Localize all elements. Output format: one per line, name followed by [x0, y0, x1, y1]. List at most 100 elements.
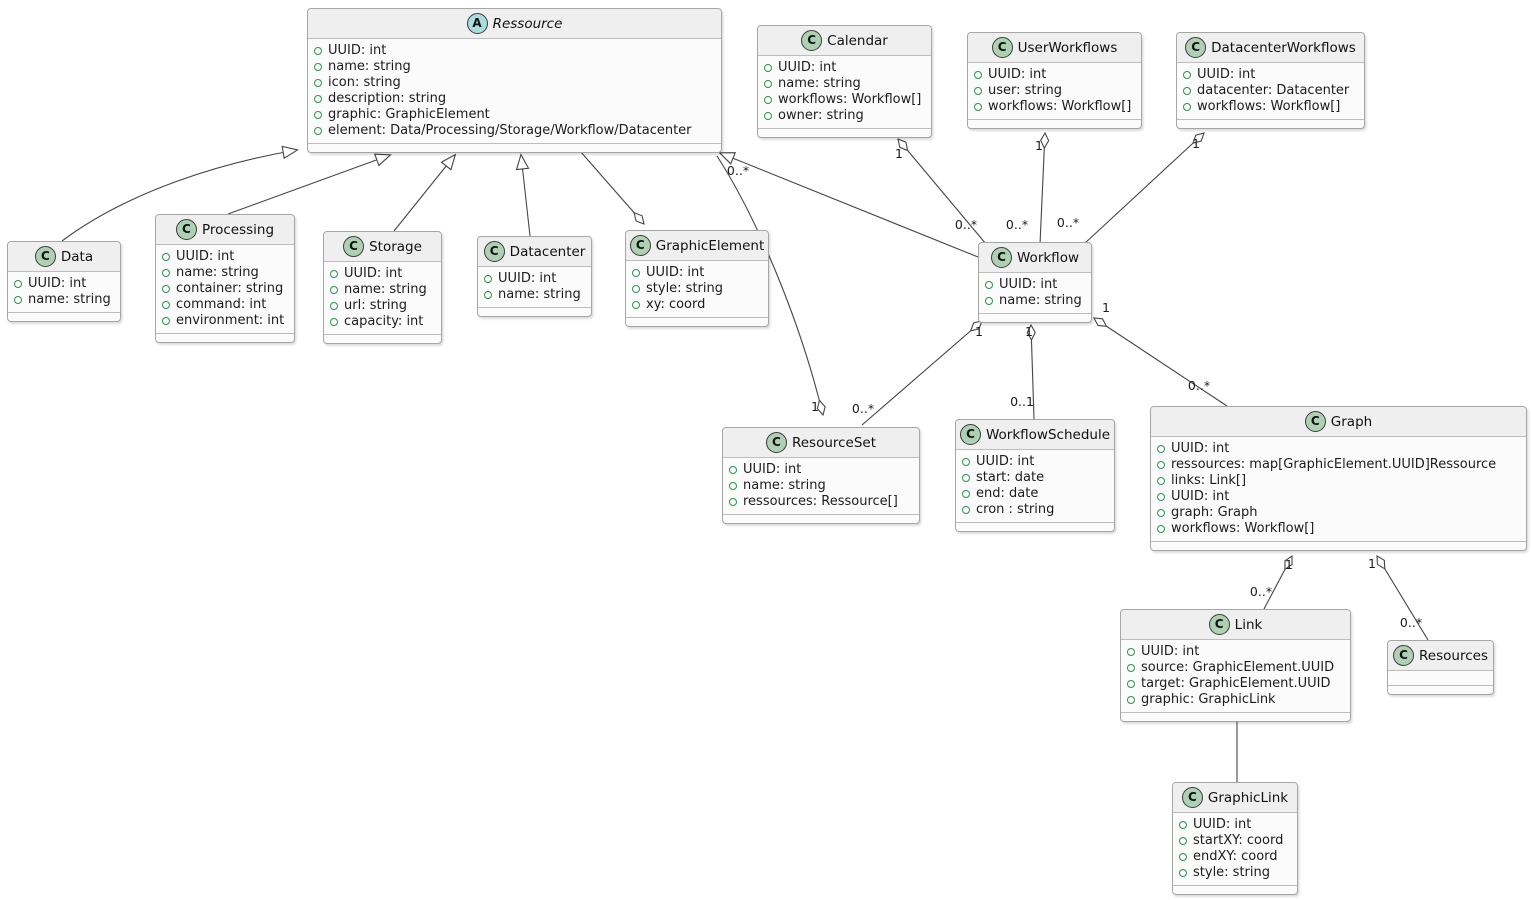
class-field: graphic: GraphicLink	[1127, 692, 1343, 708]
class-field: graph: Graph	[1157, 505, 1519, 521]
edge-graph-aggregates-resources	[1376, 555, 1429, 641]
class-name: Data	[60, 248, 94, 265]
class-header: C Workflow	[979, 243, 1091, 272]
field-text: source: GraphicElement.UUID	[1141, 660, 1335, 675]
field-text: name: string	[999, 293, 1082, 308]
field-text: container: string	[176, 281, 284, 296]
field-text: element: Data/Processing/Storage/Workflo…	[328, 123, 692, 138]
field-text: ressources: Ressource[]	[743, 494, 898, 509]
class-icon: C	[765, 432, 787, 453]
class-icon: C	[483, 241, 505, 262]
class-icon: C	[801, 30, 823, 51]
field-visibility-icon	[314, 79, 322, 87]
class-field: icon: string	[314, 75, 714, 91]
field-text: name: string	[778, 76, 861, 91]
field-visibility-icon	[330, 286, 338, 294]
field-visibility-icon	[632, 301, 640, 309]
field-visibility-icon	[985, 297, 993, 305]
field-visibility-icon	[974, 103, 982, 111]
field-visibility-icon	[162, 301, 170, 309]
class-field: workflows: Workflow[]	[1183, 99, 1357, 115]
field-text: command: int	[176, 297, 267, 312]
field-visibility-icon	[962, 458, 970, 466]
field-text: UUID: int	[999, 277, 1058, 292]
multiplicity-label: 0..*	[955, 217, 977, 232]
class-field: name: string	[330, 282, 434, 298]
field-visibility-icon	[314, 47, 322, 55]
field-visibility-icon	[1179, 869, 1187, 877]
field-text: startXY: coord	[1193, 833, 1284, 848]
class-name: ResourceSet	[791, 434, 877, 451]
field-text: icon: string	[328, 75, 401, 90]
field-visibility-icon	[632, 285, 640, 293]
field-visibility-icon	[1127, 648, 1135, 656]
class-field: cron : string	[962, 502, 1107, 518]
class-icon: C	[1393, 645, 1415, 666]
class-name: Workflow	[1017, 249, 1079, 266]
field-text: name: string	[176, 265, 259, 280]
class-icon: C	[991, 247, 1012, 268]
class-field: target: GraphicElement.UUID	[1127, 676, 1343, 692]
class-methods	[478, 307, 591, 316]
field-text: UUID: int	[778, 60, 837, 75]
field-visibility-icon	[1179, 821, 1187, 829]
class-field: startXY: coord	[1179, 833, 1290, 849]
class-field: UUID: int	[162, 249, 287, 265]
class-field: capacity: int	[330, 314, 434, 330]
class-field: graphic: GraphicElement	[314, 107, 714, 123]
field-text: UUID: int	[176, 249, 235, 264]
class-icon: C	[1185, 37, 1207, 58]
field-visibility-icon	[162, 285, 170, 293]
class-name: Processing	[201, 221, 275, 238]
edge-datacenterworkflows-aggregates-workflow	[1083, 132, 1205, 245]
edge-storage-extends-ressource	[393, 153, 457, 232]
class-methods	[758, 128, 931, 137]
class-field: ressources: map[GraphicElement.UUID]Ress…	[1157, 457, 1519, 473]
class-field: name: string	[314, 59, 714, 75]
class-field: container: string	[162, 281, 287, 297]
field-text: xy: coord	[646, 297, 706, 312]
class-icon: C	[1181, 787, 1203, 808]
field-visibility-icon	[962, 474, 970, 482]
class-methods	[1388, 685, 1493, 694]
field-visibility-icon	[985, 281, 993, 289]
class-name: UserWorkflows	[1017, 39, 1118, 56]
edge-datacenter-extends-ressource	[515, 153, 531, 237]
multiplicity-label: 1	[1368, 556, 1376, 571]
class-icon: C	[1304, 411, 1326, 432]
class-name: Calendar	[827, 32, 888, 49]
class-field: name: string	[162, 265, 287, 281]
edge-graph-aggregates-link	[1263, 554, 1293, 610]
field-text: style: string	[1193, 865, 1271, 880]
field-text: description: string	[328, 91, 447, 106]
field-visibility-icon	[729, 466, 737, 474]
field-text: UUID: int	[28, 276, 87, 291]
multiplicity-label: 0..*	[727, 163, 749, 178]
field-visibility-icon	[314, 63, 322, 71]
field-text: workflows: Workflow[]	[778, 92, 922, 107]
class-fields	[1388, 670, 1493, 685]
class-field: style: string	[1179, 865, 1290, 881]
class-name: Link	[1234, 616, 1263, 633]
class-field: end: date	[962, 486, 1107, 502]
class-field: name: string	[729, 478, 912, 494]
class-field: UUID: int	[14, 276, 113, 292]
class-field: name: string	[985, 293, 1084, 309]
class-methods	[324, 334, 441, 343]
class-field: environment: int	[162, 313, 287, 329]
class-field: datacenter: Datacenter	[1183, 83, 1357, 99]
